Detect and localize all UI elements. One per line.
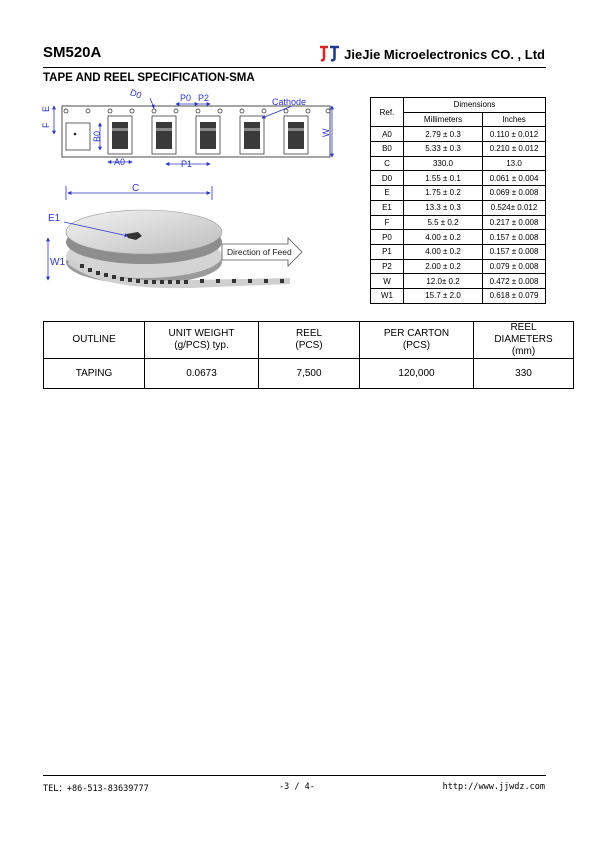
in-cell: 0.472 ± 0.008 (482, 273, 546, 289)
label-a0: A0 (114, 157, 125, 167)
in-cell: 0.157 ± 0.008 (482, 243, 546, 260)
label-e: E (41, 106, 51, 112)
mm-cell: 2.79 ± 0.3 (403, 126, 483, 143)
unit-weight-cell: 0.0673 (144, 358, 259, 389)
mm-cell: 1.75 ± 0.2 (403, 185, 483, 201)
ref-cell: F (370, 214, 404, 231)
label-f: F (41, 122, 51, 128)
in-cell: 13.0 (482, 155, 546, 172)
mm-header: Millimeters (403, 111, 483, 128)
tape-diagram: D0 P0 P2 Cathode E F B0 A0 P1 W (41, 87, 334, 169)
reel-flange (65, 209, 223, 255)
footer-divider (43, 775, 546, 776)
label-e1: E1 (48, 213, 61, 224)
in-cell: 0.210 ± 0.012 (482, 141, 546, 157)
jiejie-logo-icon (320, 45, 340, 62)
dimensions-header: Dimensions (403, 97, 546, 113)
reel-diagram: Direction of Feed C E1 W1 (46, 183, 303, 289)
in-cell: 0.524± 0.012 (482, 199, 546, 216)
label-w1: W1 (50, 257, 65, 268)
ref-cell: W1 (370, 287, 404, 304)
ref-cell: W (370, 273, 404, 289)
in-cell: 0.217 ± 0.008 (482, 214, 546, 231)
mm-cell: 5.33 ± 0.3 (403, 141, 483, 157)
label-c: C (132, 183, 139, 194)
ref-cell: P1 (370, 243, 404, 260)
mm-cell: 5.5 ± 0.2 (403, 214, 483, 231)
mm-cell: 13.3 ± 0.3 (403, 199, 483, 216)
ref-cell: B0 (370, 141, 404, 157)
ref-cell: A0 (370, 126, 404, 143)
in-cell: 0.079 ± 0.008 (482, 258, 546, 275)
reel-header: REEL(PCS) (258, 321, 360, 359)
mm-cell: 1.55 ± 0.1 (403, 170, 483, 187)
ref-cell: C (370, 155, 404, 172)
feed-direction-arrow: Direction of Feed (221, 237, 303, 267)
packing-table: OUTLINE UNIT WEIGHT(g/PCS) typ. REEL(PCS… (43, 321, 574, 389)
feed-label: Direction of Feed (227, 247, 292, 257)
mm-cell: 4.00 ± 0.2 (403, 243, 483, 260)
header-divider (43, 67, 546, 68)
footer-url[interactable]: http://www.jjwdz.com (442, 782, 545, 792)
outline-header: OUTLINE (43, 321, 145, 359)
label-p0: P0 (180, 93, 191, 103)
label-d0: D0 (129, 87, 143, 100)
in-header: Inches (482, 111, 546, 128)
mm-cell: 15.7 ± 2.0 (403, 287, 483, 304)
ref-cell: E (370, 185, 404, 201)
mm-cell: 330.0 (403, 155, 483, 172)
label-p1: P1 (181, 159, 192, 169)
table-row: TAPING 0.0673 7,500 120,000 330 (43, 358, 574, 389)
company-name: JieJie Microelectronics CO. , Ltd (344, 46, 545, 62)
section-title: TAPE AND REEL SPECIFICATION-SMA (43, 72, 255, 84)
label-cathode: Cathode (272, 97, 306, 107)
reel-cell: 7,500 (258, 358, 360, 389)
mm-cell: 2.00 ± 0.2 (403, 258, 483, 275)
ref-header: Ref. (370, 96, 404, 128)
ref-cell: P2 (370, 258, 404, 275)
per-carton-header: PER CARTON(PCS) (359, 321, 474, 359)
unit-weight-header: UNIT WEIGHT(g/PCS) typ. (144, 321, 259, 359)
mm-cell: 12.0± 0.2 (403, 273, 483, 289)
outline-cell: TAPING (43, 358, 145, 389)
page-number: -3 / 4- (279, 782, 315, 792)
in-cell: 0.069 ± 0.008 (482, 185, 546, 201)
in-cell: 0.157 ± 0.008 (482, 229, 546, 245)
label-p2: P2 (198, 93, 209, 103)
label-w: W (321, 128, 331, 137)
reel-diameter-cell: 330 (473, 358, 574, 389)
ref-cell: P0 (370, 229, 404, 245)
sprocket-holes (63, 108, 331, 114)
ref-cell: E1 (370, 199, 404, 216)
empty-pocket (65, 122, 91, 151)
mm-cell: 4.00 ± 0.2 (403, 229, 483, 245)
ref-cell: D0 (370, 170, 404, 187)
in-cell: 0.061 ± 0.004 (482, 170, 546, 187)
label-b0: B0 (92, 131, 102, 142)
in-cell: 0.618 ± 0.079 (482, 287, 546, 304)
footer-tel: TEL：+86-513-83639777 (43, 784, 149, 794)
reel-hub-icon (126, 232, 142, 240)
part-number: SM520A (43, 44, 102, 61)
in-cell: 0.110 ± 0.012 (482, 126, 546, 143)
company-header: JieJie Microelectronics CO. , Ltd (319, 45, 545, 63)
per-carton-cell: 120,000 (359, 358, 474, 389)
reel-tape-parts (80, 264, 284, 284)
tape-pockets (107, 115, 309, 155)
